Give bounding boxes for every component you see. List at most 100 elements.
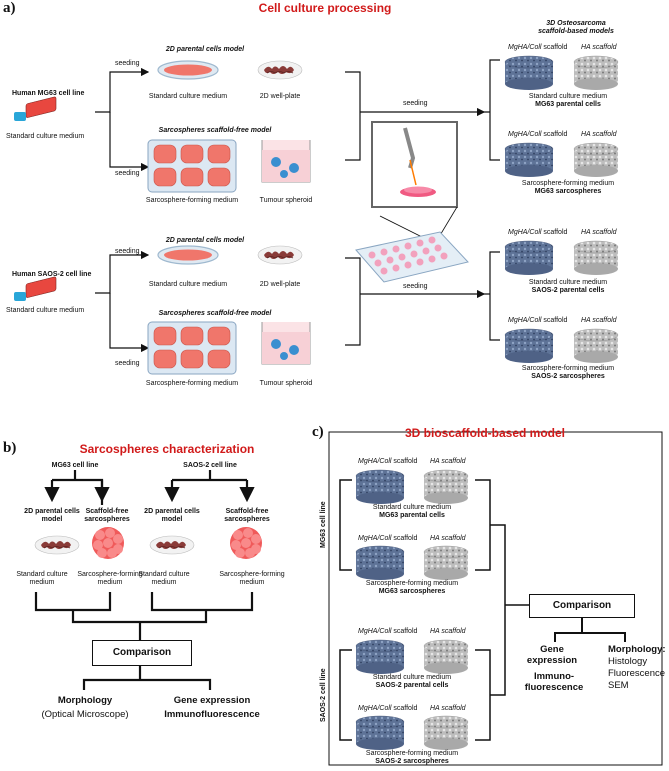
output4-group: SAOS-2 sarcospheres (531, 373, 605, 380)
ha-scaffold-label: HA scaffold (581, 229, 617, 236)
well-plate-label: 2D well-plate (259, 281, 301, 288)
saos-sarco-medium: Sarcosphere-forming medium (145, 380, 239, 387)
flask-icon (13, 276, 57, 302)
ha-scaffold-label: HA scaffold (430, 705, 466, 712)
group3-medium: Standard culture medium (372, 674, 452, 681)
sem-label: SEM (608, 680, 629, 691)
sarcosphere-icon (92, 527, 124, 559)
mg63-sarco-medium: Sarcosphere-forming medium (145, 197, 239, 204)
tissue-icon (257, 60, 303, 80)
tissue-icon (34, 535, 80, 555)
comparison-box: Comparison (529, 594, 635, 618)
group2-medium: Sarcosphere-forming medium (365, 580, 459, 587)
mg63-sarco-title: Sarcospheres scaffold-free model (158, 127, 272, 134)
mg63-line-label: MG63 cell line (51, 462, 99, 469)
seeding-label: seeding (403, 283, 428, 290)
mghacoll-scaffold-label: MgHA/Coll scaffold (508, 317, 568, 324)
mghacoll-scaffold-label: MgHA/Coll scaffold (508, 44, 568, 51)
spheroid-tube-icon (261, 139, 311, 183)
saos-parental-medium: Standard culture medium (148, 281, 228, 288)
sarcosphere-icon (230, 527, 262, 559)
saos-medium-label: Standard culture medium (6, 307, 85, 314)
mg63-parental-medium: Standard culture medium (148, 93, 228, 100)
ha-scaffold-icon (573, 142, 619, 178)
output4-medium: Sarcosphere-forming medium (521, 365, 615, 372)
seeding-label: seeding (115, 248, 140, 255)
output3-group: SAOS-2 parental cells (531, 287, 605, 294)
mg63-medium-label: Standard culture medium (6, 133, 85, 140)
spheroid-tube-icon (261, 321, 311, 365)
ha-scaffold-icon (423, 545, 469, 581)
mg63-parental-title: 2D parental cells model (165, 46, 245, 53)
mghacoll-scaffold-icon (504, 142, 554, 178)
saos-parental-title: 2D parental cells model (165, 237, 245, 244)
mghacoll-scaffold-icon (504, 328, 554, 364)
mghacoll-scaffold-label: MgHA/Coll scaffold (358, 628, 418, 635)
models-title-line2: scaffold-based models (538, 28, 614, 35)
histology-label: Histology (608, 656, 648, 667)
panel-c-label: c) (312, 424, 324, 440)
mghacoll-scaffold-icon (355, 715, 405, 751)
saos-line-label: SAOS-2 cell line (183, 462, 237, 469)
group2-name: MG63 sarcospheres (378, 588, 446, 595)
saos-sarco-title: Sarcospheres scaffold-free model (158, 310, 272, 317)
spheroid-label: Tumour spheroid (259, 197, 313, 204)
gene-label: Gene expression (173, 695, 251, 706)
spheroid-label: Tumour spheroid (259, 380, 313, 387)
ha-scaffold-icon (423, 715, 469, 751)
flask-icon (13, 96, 57, 122)
output1-medium: Standard culture medium (528, 93, 608, 100)
petri-dish-icon (157, 245, 219, 265)
ha-scaffold-label: HA scaffold (430, 535, 466, 542)
mg63-cell-line-label: Human MG63 cell line (12, 90, 85, 97)
models-title-line1: 3D Osteosarcoma (546, 20, 606, 27)
mghacoll-scaffold-label: MgHA/Coll scaffold (358, 458, 418, 465)
ha-scaffold-icon (573, 240, 619, 276)
fluorescence-label: Fluorescence (608, 668, 666, 679)
ha-scaffold-icon (573, 55, 619, 91)
panel-c-title: 3D bioscaffold-based model (404, 426, 566, 440)
mghacoll-scaffold-icon (504, 240, 554, 276)
mghacoll-scaffold-label: MgHA/Coll scaffold (358, 705, 418, 712)
ha-scaffold-icon (423, 469, 469, 505)
well-plate-label: 2D well-plate (259, 93, 301, 100)
output2-medium: Sarcosphere-forming medium (521, 180, 615, 187)
ha-scaffold-label: HA scaffold (581, 44, 617, 51)
mghacoll-scaffold-icon (504, 55, 554, 91)
panel-b-label: b) (3, 440, 17, 456)
saos-vertical-label: SAOS-2 cell line (320, 668, 327, 722)
mghacoll-scaffold-label: MgHA/Coll scaffold (508, 229, 568, 236)
petri-dish-icon (157, 60, 219, 80)
group3-name: SAOS-2 parental cells (375, 682, 449, 689)
ha-scaffold-label: HA scaffold (581, 317, 617, 324)
morphology-label: Morphology (57, 695, 113, 706)
seeding-label: seeding (403, 100, 428, 107)
ha-scaffold-icon (423, 639, 469, 675)
ha-scaffold-label: HA scaffold (430, 628, 466, 635)
six-well-plate-icon (147, 139, 237, 193)
group4-medium: Sarcosphere-forming medium (365, 750, 459, 757)
group1-medium: Standard culture medium (372, 504, 452, 511)
morphology-label: Morphology: (608, 644, 666, 655)
ha-scaffold-icon (573, 328, 619, 364)
ha-scaffold-label: HA scaffold (581, 131, 617, 138)
tissue-icon (257, 245, 303, 265)
panel-a-label: a) (3, 0, 16, 16)
output2-group: MG63 sarcospheres (534, 188, 602, 195)
seeding-label: seeding (115, 60, 140, 67)
group1-name: MG63 parental cells (379, 512, 445, 519)
mghacoll-scaffold-icon (355, 469, 405, 505)
output3-medium: Standard culture medium (528, 279, 608, 286)
comparison-box: Comparison (92, 640, 192, 666)
mg63-vertical-label: MG63 cell line (320, 501, 327, 548)
panel-b-title: Sarcospheres characterization (79, 442, 255, 456)
